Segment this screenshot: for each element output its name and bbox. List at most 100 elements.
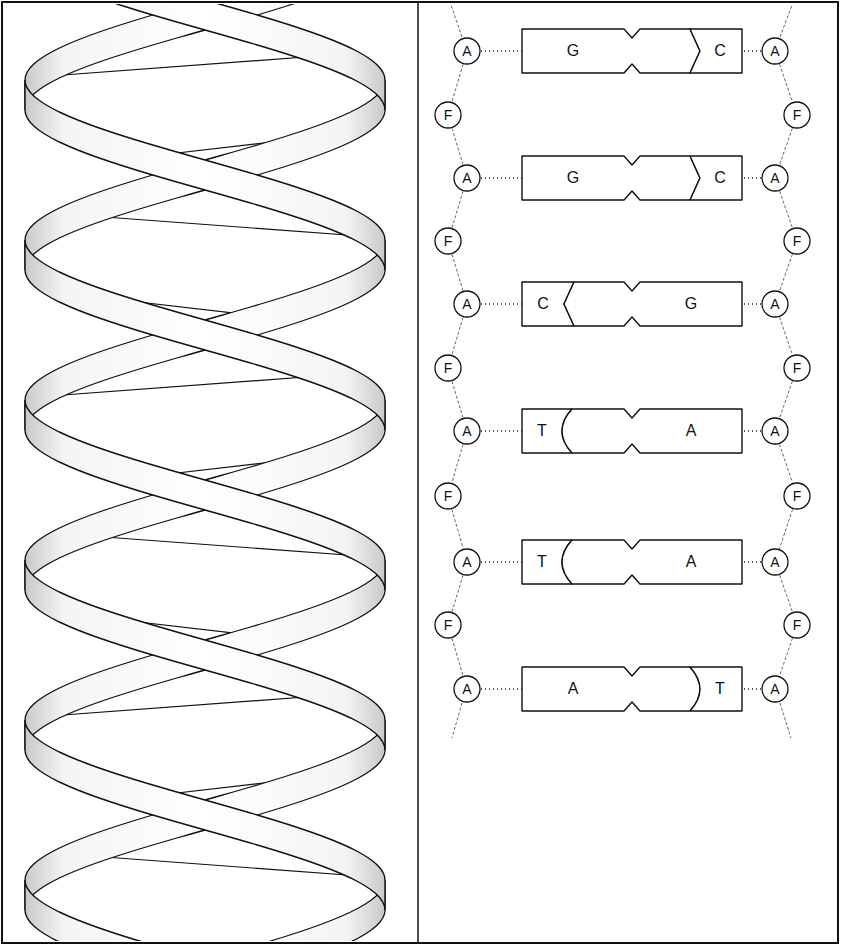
backbone-letter: A [462, 171, 471, 185]
backbone-link [452, 128, 463, 164]
backbone-circle: A [453, 164, 481, 192]
backbone-circle: A [453, 290, 481, 318]
backbone-circle: F [434, 227, 462, 255]
bond-link [481, 303, 522, 304]
backbone-link [452, 381, 463, 417]
backbone-circle: A [453, 417, 481, 445]
base-letter: G [567, 170, 579, 186]
base-letter: T [537, 554, 547, 570]
backbone-letter: F [444, 618, 453, 632]
backbone-letter: F [444, 489, 453, 503]
backbone-letter: F [793, 108, 802, 122]
backbone-link [779, 444, 792, 482]
base-outline [522, 29, 700, 73]
base-piece: G [564, 282, 742, 326]
backbone-stubs [451, 5, 792, 738]
backbone-circle: A [453, 37, 481, 65]
backbone-letter: F [793, 489, 802, 503]
panel-divider [417, 2, 419, 943]
backbone-circle: F [783, 354, 811, 382]
backbone-link [780, 254, 793, 291]
backbone-letter: A [462, 297, 471, 311]
backbone-letter: A [462, 44, 471, 58]
backbone-link [452, 638, 463, 675]
backbone-letter: A [770, 171, 779, 185]
backbone-link [452, 64, 463, 101]
backbone-circle: A [453, 675, 481, 703]
helix-ribbon-back [25, 4, 385, 110]
backbone-link [452, 317, 463, 354]
backbone-link [780, 381, 793, 418]
base-piece: G [522, 29, 700, 73]
bond-link [481, 50, 522, 51]
base-outline [522, 156, 700, 200]
backbone-link [452, 254, 463, 290]
base-piece: A [522, 667, 700, 711]
base-piece: A [562, 540, 742, 584]
backbone-letter: A [770, 682, 779, 696]
backbone-link [780, 128, 793, 165]
base-outline [562, 540, 742, 584]
bond-link [481, 430, 522, 431]
backbone-circle: F [783, 611, 811, 639]
backbone-letter: F [793, 234, 802, 248]
helix-ribbon-back [25, 720, 385, 910]
backbone-link [780, 64, 793, 102]
backbone-link [780, 638, 793, 676]
backbone-letter: F [444, 108, 453, 122]
bond-link [742, 303, 761, 304]
backbone-letter: A [770, 297, 779, 311]
helix-ribbon-front [25, 560, 385, 750]
base-letter: G [567, 43, 579, 59]
backbone-circle: F [434, 482, 462, 510]
backbone-circle: F [434, 354, 462, 382]
helix-ribbon-back [25, 880, 385, 941]
bond-link [742, 561, 761, 562]
backbone-letter: F [444, 361, 453, 375]
backbone-circle: A [761, 548, 789, 576]
bond-link [742, 50, 761, 51]
helix-ribbon-front [25, 240, 385, 430]
base-letter: C [714, 43, 726, 59]
base-letter: T [537, 423, 547, 439]
bond-link [742, 688, 761, 689]
backbone-circle: A [453, 548, 481, 576]
backbone-letter: A [462, 424, 471, 438]
base-letter: A [686, 423, 697, 439]
backbone-letter: F [444, 234, 453, 248]
bond-link [742, 430, 761, 431]
helix-ribbon-back [25, 240, 385, 430]
backbone-link [779, 509, 792, 548]
helix-ribbon-front [25, 4, 385, 110]
helix-ribbon-front [25, 80, 385, 270]
backbone-letter: A [770, 555, 779, 569]
backbone-circle: F [783, 482, 811, 510]
helix-ribbon-back [25, 400, 385, 590]
backbone-circle: A [761, 164, 789, 192]
backbone-circle: A [761, 417, 789, 445]
backbone-link [452, 191, 463, 227]
backbone-circle: A [761, 675, 789, 703]
backbone-link [452, 444, 463, 482]
helix-ribbon-front [25, 720, 385, 910]
backbone-link [780, 575, 793, 612]
base-outline [522, 667, 700, 711]
backbone-link [452, 509, 463, 548]
bond-link [481, 561, 522, 562]
backbone-circle: F [783, 101, 811, 129]
backbone-circle: A [761, 37, 789, 65]
helix-ribbon-front [25, 880, 385, 941]
helix-ribbon-back [25, 80, 385, 270]
base-letter: T [715, 681, 725, 697]
backbone-circle: F [434, 101, 462, 129]
base-piece: A [562, 409, 742, 453]
helix-ribbon-front [25, 400, 385, 590]
base-letter: G [685, 296, 697, 312]
backbone-circle: F [783, 227, 811, 255]
base-piece: C [690, 29, 742, 73]
backbone-letter: A [770, 424, 779, 438]
